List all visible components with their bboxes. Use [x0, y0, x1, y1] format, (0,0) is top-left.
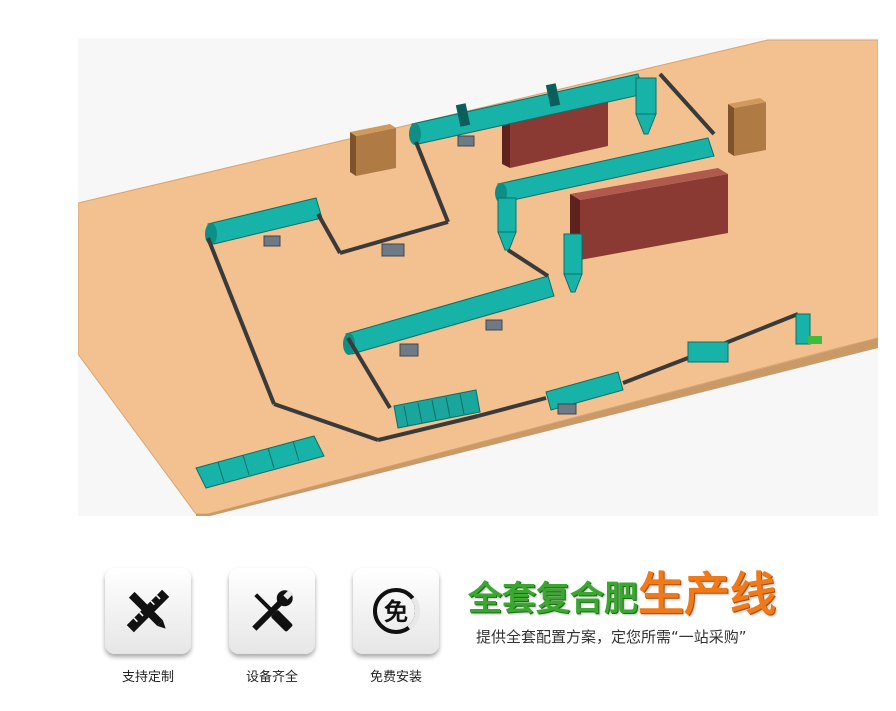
brick-building-large	[570, 168, 728, 260]
feature-free-installation: 免 免费安装	[348, 568, 444, 685]
headline-orange: 生产线	[638, 567, 776, 621]
material-pile-left	[350, 124, 396, 176]
belt-conveyors	[206, 72, 799, 442]
plant-layout-drawing	[78, 39, 878, 516]
ruler-pencil-icon	[126, 589, 170, 633]
cyclone-group	[497, 77, 657, 293]
free-badge-text: 免	[384, 598, 408, 626]
feature-label: 设备齐全	[245, 670, 298, 685]
feature-tile	[229, 568, 315, 654]
headline: 全套复合肥生产线	[468, 558, 776, 624]
headline-green: 全套复合肥	[468, 579, 638, 619]
subline: 提供全套配置方案，定您所需“一站采购”	[476, 628, 747, 646]
feature-complete-equipment: 设备齐全	[224, 568, 320, 685]
dryer-drum-middle	[343, 275, 555, 355]
wrench-screwdriver-icon	[252, 589, 294, 632]
feature-label: 支持定制	[121, 670, 174, 685]
feature-customization: 支持定制	[100, 568, 196, 685]
packing-machine	[687, 313, 822, 363]
free-badge-icon: 免	[373, 588, 421, 634]
drum-screen	[393, 389, 481, 429]
feed-hopper	[195, 435, 325, 489]
production-line-illustration	[78, 38, 878, 516]
features-section: 支持定制 设备齐全 免 免	[78, 520, 878, 700]
drive-motors	[263, 135, 577, 415]
feature-label: 免费安装	[369, 670, 422, 685]
feature-tile	[105, 568, 191, 654]
material-pile-right	[728, 98, 766, 156]
coating-drum-bottom	[545, 371, 624, 411]
feature-tile: 免	[353, 568, 439, 654]
